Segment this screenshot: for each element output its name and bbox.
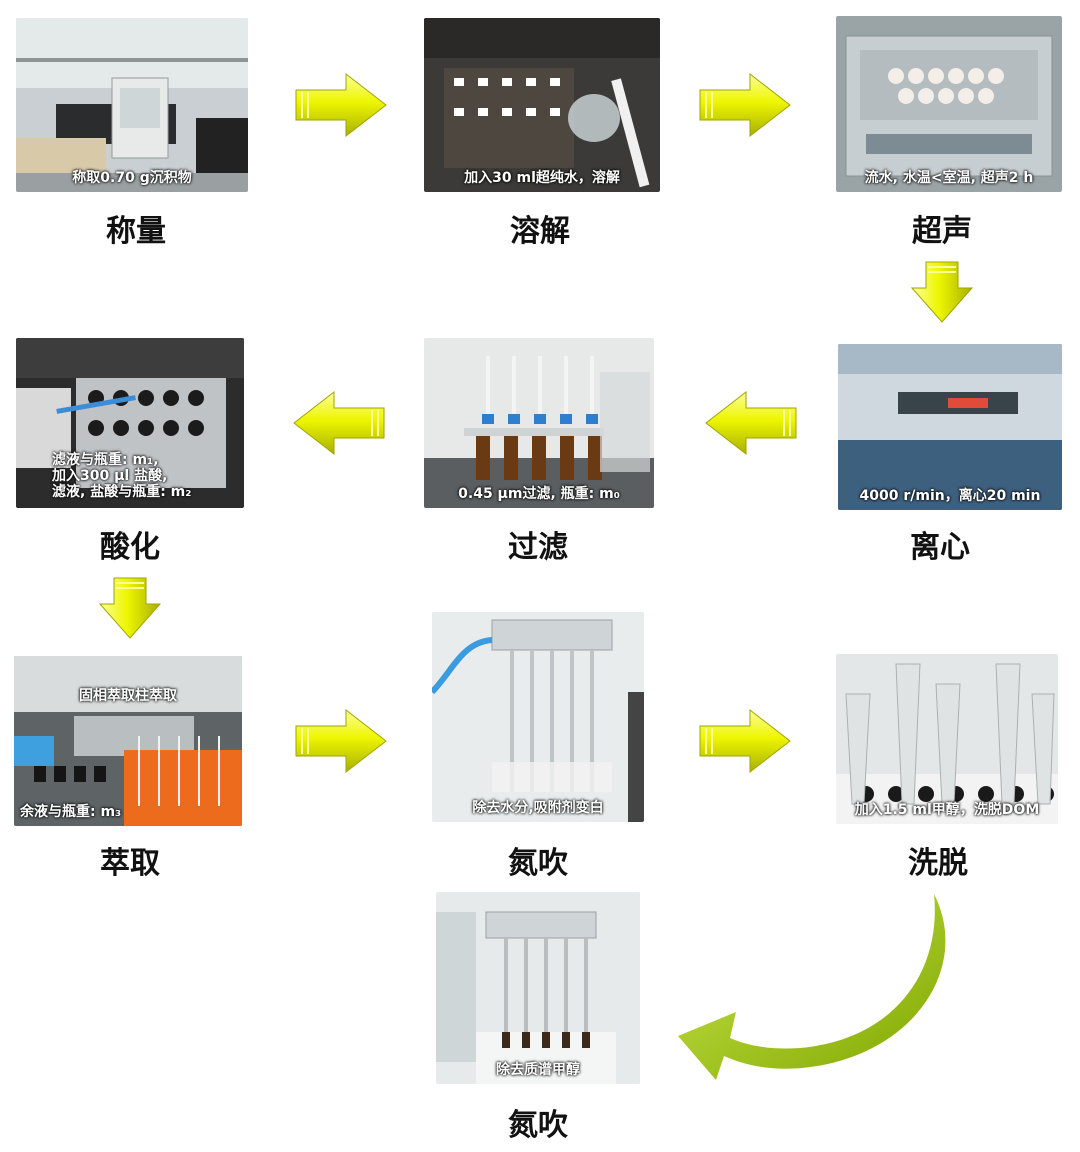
arrow-right-icon <box>699 708 791 774</box>
step-label: 溶解 <box>510 214 570 249</box>
step-caption: 余液与瓶重: m₃ <box>20 804 122 820</box>
step-label: 洗脱 <box>908 846 968 881</box>
step-label: 氮吹 <box>508 846 568 881</box>
step-caption: 滤液与瓶重: m₁, 加入300 μl 盐酸, 滤液, 盐酸与瓶重: m₂ <box>52 452 244 500</box>
step-label: 萃取 <box>100 846 160 881</box>
step-caption: 4000 r/min，离心20 min <box>859 488 1041 504</box>
photo-ultrasonic: 流水, 水温<室温, 超声2 h <box>836 16 1062 192</box>
curved-arrow-icon <box>678 894 946 1080</box>
photo-weighing: 称取0.70 g沉积物 <box>16 18 248 192</box>
filtering-image <box>424 338 654 508</box>
centrifuge-image <box>838 344 1062 510</box>
photo-acidification: 滤液与瓶重: m₁, 加入300 μl 盐酸, 滤液, 盐酸与瓶重: m₂ <box>16 338 244 508</box>
nitrogen-blow-image <box>432 612 644 822</box>
step-caption: 流水, 水温<室温, 超声2 h <box>864 170 1034 186</box>
step-caption: 称取0.70 g沉积物 <box>72 170 192 186</box>
arrow-right-icon <box>699 72 791 138</box>
photo-dissolving: 加入30 ml超纯水，溶解 <box>424 18 660 192</box>
photo-filtering: 0.45 μm过滤, 瓶重: m₀ <box>424 338 654 508</box>
extraction-image <box>14 656 242 826</box>
acidification-image <box>16 338 244 508</box>
arrow-left-icon <box>705 390 797 456</box>
photo-nitrogen-blow-1: 除去水分,吸附剂变白 <box>432 612 644 822</box>
photo-extraction: 固相萃取柱萃取 余液与瓶重: m₃ <box>14 656 242 826</box>
photo-centrifuge: 4000 r/min，离心20 min <box>838 344 1062 510</box>
arrow-down-icon <box>98 577 162 639</box>
step-label: 离心 <box>910 530 970 565</box>
arrow-right-icon <box>295 708 387 774</box>
step-label: 酸化 <box>100 530 160 565</box>
arrow-right-icon <box>295 72 387 138</box>
dissolving-image <box>424 18 660 192</box>
caption-line: 滤液与瓶重: m₁, <box>52 452 159 468</box>
weighing-image <box>16 18 248 192</box>
step-caption: 除去水分,吸附剂变白 <box>472 800 604 816</box>
caption-line: 滤液, 盐酸与瓶重: m₂ <box>52 484 192 500</box>
elution-image <box>836 654 1058 824</box>
step-label: 超声 <box>912 214 972 249</box>
caption-line: 加入300 μl 盐酸, <box>52 468 168 484</box>
nitrogen-blow-image <box>436 892 640 1084</box>
photo-elution: 加入1.5 ml甲醇，洗脱DOM <box>836 654 1058 824</box>
step-label: 氮吹 <box>508 1108 568 1143</box>
step-caption: 除去质谱甲醇 <box>496 1062 580 1078</box>
step-label: 过滤 <box>508 530 568 565</box>
step-caption: 加入30 ml超纯水，溶解 <box>464 170 620 186</box>
photo-nitrogen-blow-2: 除去质谱甲醇 <box>436 892 640 1084</box>
step-caption: 0.45 μm过滤, 瓶重: m₀ <box>458 486 620 502</box>
step-caption: 加入1.5 ml甲醇，洗脱DOM <box>854 802 1040 818</box>
ultrasonic-image <box>836 16 1062 192</box>
step-caption-top: 固相萃取柱萃取 <box>79 688 177 704</box>
step-label: 称量 <box>106 214 166 249</box>
arrow-down-icon <box>910 261 974 323</box>
arrow-left-icon <box>293 390 385 456</box>
